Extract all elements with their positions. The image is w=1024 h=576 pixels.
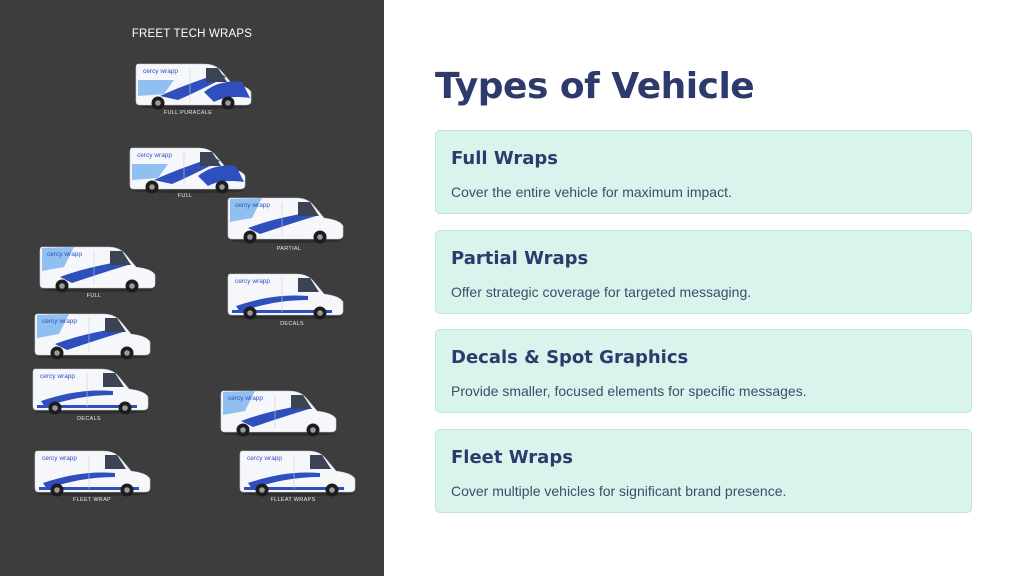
van-caption: DECALS [77, 416, 101, 422]
van-image: cercy wrapp [226, 272, 346, 320]
card-partial-wraps: Partial Wraps Offer strategic coverage f… [435, 230, 972, 314]
card-title: Full Wraps [451, 148, 558, 169]
vehicle-image-panel: FREET TECH WRAPS cercy wrapp FULL PURACA… [0, 0, 384, 576]
van-image: cercy wrapp [219, 389, 339, 437]
card-description: Cover multiple vehicles for significant … [451, 483, 787, 499]
van-image: cercy wrapp [226, 196, 346, 244]
van-caption: FLEET WRAP [72, 497, 112, 503]
svg-text:cercy wrapp: cercy wrapp [235, 278, 270, 285]
svg-text:cercy wrapp: cercy wrapp [137, 152, 172, 159]
van-image: cercy wrapp [38, 245, 158, 293]
svg-text:cercy wrapp: cercy wrapp [143, 68, 178, 75]
card-description: Offer strategic coverage for targeted me… [451, 284, 752, 300]
van-image: cercy wrapp [33, 449, 153, 497]
van-image: cercy wrapp [31, 367, 151, 415]
van-image: cercy wrapp [238, 449, 358, 497]
card-full-wraps: Full Wraps Cover the entire vehicle for … [435, 130, 972, 214]
svg-text:cercy wrapp: cercy wrapp [247, 455, 282, 462]
van-caption: FULL [86, 293, 102, 299]
card-title: Fleet Wraps [451, 447, 573, 468]
van-caption: PARTIAL [276, 246, 302, 252]
van-image: cercy wrapp [128, 146, 248, 194]
card-description: Provide smaller, focused elements for sp… [451, 383, 807, 399]
svg-text:cercy wrapp: cercy wrapp [42, 318, 77, 325]
card-fleet-wraps: Fleet Wraps Cover multiple vehicles for … [435, 429, 972, 513]
card-description: Cover the entire vehicle for maximum imp… [451, 184, 732, 200]
van-image: cercy wrapp [134, 62, 254, 110]
svg-text:cercy wrapp: cercy wrapp [42, 455, 77, 462]
van-caption: FULL PURACALE [163, 110, 213, 116]
svg-text:cercy wrapp: cercy wrapp [228, 395, 263, 402]
svg-text:cercy wrapp: cercy wrapp [47, 251, 82, 258]
card-decals-spot-graphics: Decals & Spot Graphics Provide smaller, … [435, 329, 972, 413]
svg-text:cercy wrapp: cercy wrapp [40, 373, 75, 380]
svg-text:cercy wrapp: cercy wrapp [235, 202, 270, 209]
van-caption: FLLEAT WRAPS [270, 497, 316, 503]
van-caption: DECALS [280, 321, 304, 327]
card-title: Decals & Spot Graphics [451, 347, 689, 368]
card-title: Partial Wraps [451, 248, 589, 269]
van-caption: FULL [177, 193, 193, 199]
page-title: Types of Vehicle [435, 66, 755, 107]
van-image: cercy wrapp [33, 312, 153, 360]
panel-title: FREET TECH WRAPS [131, 28, 253, 40]
